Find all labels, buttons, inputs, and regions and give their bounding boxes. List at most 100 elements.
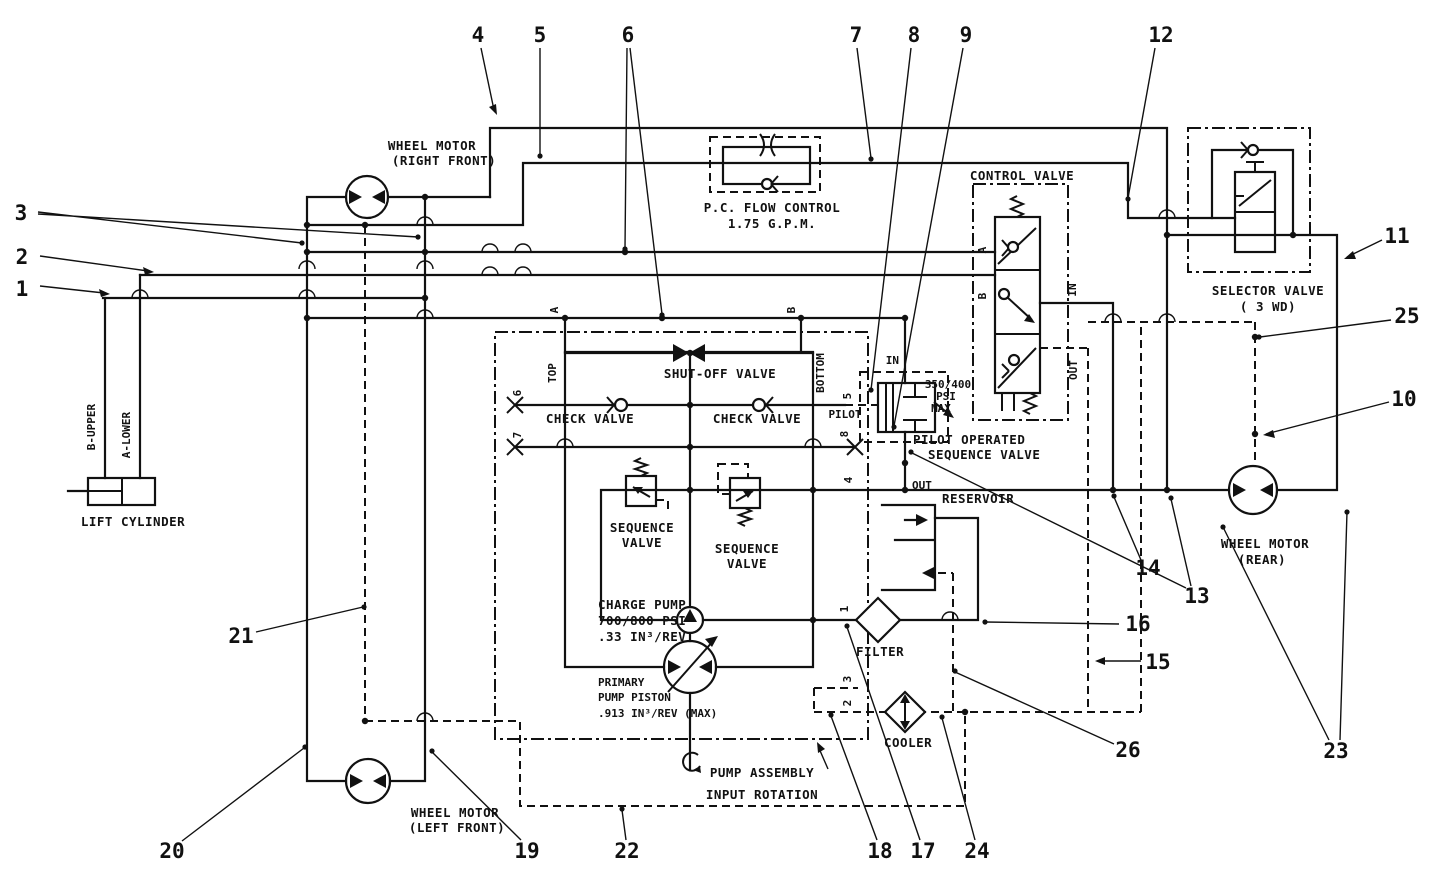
primary-pump-right-arrow	[699, 660, 712, 674]
port-ps-out: OUT	[912, 479, 932, 492]
check-valve-left-seat	[606, 396, 615, 414]
label-selector-valve-1: SELECTOR VALVE	[1212, 283, 1324, 298]
port-5: 5	[841, 393, 854, 400]
pc-flow-restrictor-icon	[759, 133, 776, 157]
label-filter: FILTER	[856, 644, 904, 659]
label-wheel-motor-lf-1: WHEEL MOTOR	[411, 805, 499, 820]
callout-6: 6	[622, 23, 635, 47]
check-valve-right-seat	[765, 396, 774, 414]
selector-valve-boundary	[1187, 127, 1311, 273]
port-ps-in: IN	[886, 354, 899, 367]
callout-2: 2	[16, 245, 29, 269]
port-top: TOP	[546, 363, 559, 383]
label-lift-cylinder: LIFT CYLINDER	[81, 514, 185, 529]
port-1: 1	[838, 605, 851, 612]
label-reservoir: RESERVOIR	[942, 491, 1014, 506]
label-shut-off-valve: SHUT-OFF VALVE	[664, 366, 776, 381]
label-charge-pump-3: .33 IN³/REV	[598, 629, 686, 644]
callout-13: 13	[1184, 584, 1209, 608]
charge-pump-triangle-icon	[683, 609, 697, 622]
cooler-down-arrow	[900, 721, 910, 730]
sequence-valve1-pilot-stub	[656, 499, 669, 512]
label-cooler: COOLER	[884, 735, 932, 750]
label-pc-flow-1: P.C. FLOW CONTROL	[704, 200, 840, 215]
label-pilot-seq-2: SEQUENCE VALVE	[928, 447, 1040, 462]
sequence-valve2-arrowhead	[743, 491, 753, 498]
port-7: 7	[511, 432, 524, 439]
label-charge-pump-1: CHARGE PUMP	[598, 597, 686, 612]
label-primary-pump-3: .913 IN³/REV (MAX)	[598, 707, 717, 720]
motor-rear-right-arrow-icon	[1260, 483, 1273, 497]
component-internals	[349, 133, 1275, 788]
port-3: 3	[841, 676, 854, 683]
pump-assembly-boundary	[494, 331, 869, 740]
out-bus-line	[599, 488, 1169, 622]
label-wheel-motor-rf-2: (RIGHT FRONT)	[392, 153, 496, 168]
reservoir-lines	[880, 503, 937, 592]
motor-lf-left-arrow-icon	[350, 774, 363, 788]
motor-rear-left-arrow-icon	[1233, 483, 1246, 497]
callout-12: 12	[1148, 23, 1173, 47]
port-b: B	[785, 306, 798, 313]
callout-23: 23	[1323, 739, 1348, 763]
label-selector-valve-2: ( 3 WD)	[1240, 299, 1296, 314]
port-a: A	[548, 306, 561, 313]
pilot-lines	[813, 321, 1256, 713]
callout-10: 10	[1391, 387, 1416, 411]
reservoir-out-arrow	[922, 567, 934, 579]
selector-valve-internals	[1235, 161, 1275, 236]
label-rating-3: MAX	[931, 402, 951, 415]
port-pilot: PILOT	[828, 408, 861, 421]
primary-pump-arrowhead	[705, 636, 718, 647]
control-valve-boundary	[972, 183, 1069, 421]
callout-17: 17	[910, 839, 935, 863]
callout-5: 5	[534, 23, 547, 47]
port-cv-b: B	[976, 292, 989, 299]
callout-25: 25	[1394, 304, 1419, 328]
callout-20: 20	[159, 839, 184, 863]
callout-11: 11	[1384, 224, 1409, 248]
check-valve-left-icon	[613, 397, 629, 413]
label-wheel-motor-rear-1: WHEEL MOTOR	[1221, 536, 1309, 551]
pilot-seq-valve-body	[876, 381, 937, 434]
pc-check-valve-icon	[760, 177, 774, 191]
port-8: 8	[838, 431, 851, 438]
pilot-return-route	[365, 712, 966, 807]
plumbing-lines	[66, 126, 1339, 783]
label-seq-valve2-1: SEQUENCE	[715, 541, 779, 556]
callout-14: 14	[1135, 556, 1160, 580]
label-seq-valve1-1: SEQUENCE	[610, 520, 674, 535]
callout-18: 18	[867, 839, 892, 863]
callout-19: 19	[514, 839, 539, 863]
label-a-lower: A-LOWER	[120, 411, 133, 458]
port-cv-out: OUT	[1067, 360, 1080, 380]
filter-return-line	[701, 516, 980, 622]
callout-22: 22	[614, 839, 639, 863]
callout-7: 7	[850, 23, 863, 47]
callout-15: 15	[1145, 650, 1170, 674]
port-6: 6	[511, 389, 524, 396]
lift-cylinder-lines	[66, 273, 142, 493]
cooler-up-arrow	[900, 694, 910, 703]
pc-check-valve-seat	[770, 175, 779, 193]
label-primary-pump-1: PRIMARY	[598, 676, 645, 689]
control-valve-sec1-ball	[1006, 240, 1020, 254]
control-valve-sec3-ball	[1007, 353, 1021, 367]
callout-21: 21	[228, 624, 253, 648]
motor-rf-left-arrow-icon	[349, 190, 362, 204]
label-rating-1: 350/400	[925, 378, 971, 391]
top-bus-line	[488, 126, 1231, 492]
label-rating-2: PSI	[936, 390, 956, 403]
control-valve-sec3	[997, 347, 1037, 389]
callout-8: 8	[908, 23, 921, 47]
callout-leaders	[37, 47, 1392, 842]
input-rotation-arrowhead	[693, 766, 701, 773]
sequence-valve1-arrowhead	[633, 487, 643, 494]
label-primary-pump-2: PUMP PISTON	[598, 691, 671, 704]
port-2: 2	[841, 700, 854, 707]
callout-1: 1	[16, 277, 29, 301]
pc-flow-control-boundary	[709, 136, 821, 193]
primary-pump-left-arrow	[668, 660, 681, 674]
